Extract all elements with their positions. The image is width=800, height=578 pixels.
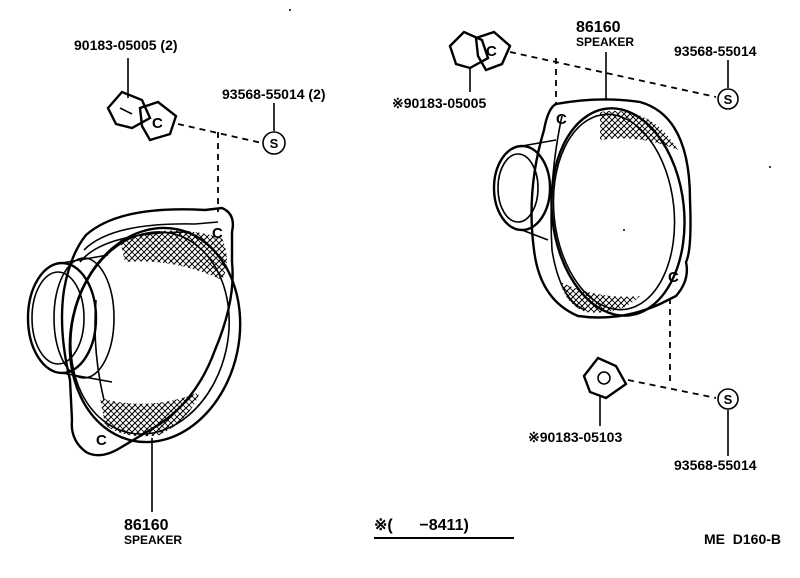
right-speaker-hole-bottom: C <box>668 269 679 286</box>
right-top-clip-part-label: ※90183-05005 <box>392 95 486 111</box>
left-clip-part-label: 90183-05005 (2) <box>74 37 178 53</box>
right-bottom-clip <box>582 356 628 400</box>
left-screw-part-label: 93568-55014 (2) <box>222 86 326 102</box>
left-clip: C <box>106 90 178 142</box>
right-top-clip: C <box>448 30 512 72</box>
right-bottom-screw-symbol: S <box>724 392 733 407</box>
left-speaker: C C <box>26 206 242 457</box>
right-speaker-grille-bottom <box>560 282 640 313</box>
left-clip-letter: C <box>152 115 163 132</box>
right-top-screw-part-label: 93568-55014 <box>674 43 757 59</box>
left-clip-screw-dashline <box>177 123 263 144</box>
right-top-screw-symbol: S <box>724 92 733 107</box>
left-screw-symbol: S <box>270 136 279 151</box>
left-speaker-part-label: 86160 <box>124 517 169 534</box>
diagram-code-label: ME D160-B <box>704 531 781 547</box>
footnote-label: ※( −8411) <box>374 517 469 534</box>
left-speaker-hole-top: C <box>212 225 223 242</box>
left-speaker-name-label: SPEAKER <box>124 533 182 547</box>
right-bottom-screw: S <box>717 388 739 410</box>
right-speaker-cone <box>550 107 686 317</box>
right-speaker-grille-top <box>600 110 678 150</box>
left-speaker-grille-bottom <box>100 392 200 437</box>
right-speaker-magnet <box>492 139 557 241</box>
right-speaker-name-label: SPEAKER <box>576 35 634 49</box>
right-bottom-screw-part-label: 93568-55014 <box>674 457 757 473</box>
right-speaker-hole-top: C <box>556 111 567 128</box>
right-bottom-clip-screw-dashline <box>627 379 717 399</box>
left-speaker-hole-bottom: C <box>96 432 107 449</box>
left-screw: S <box>262 131 286 155</box>
right-bottom-clip-part-label: ※90183-05103 <box>528 429 622 445</box>
right-speaker-frame <box>530 98 692 319</box>
right-speaker: C C <box>492 98 692 319</box>
right-top-screw: S <box>717 88 739 110</box>
right-top-clip-screw-dashline <box>509 51 717 98</box>
left-speaker-grille-top <box>120 230 227 280</box>
right-speaker-part-label: 86160 <box>576 19 621 36</box>
right-top-clip-letter: C <box>486 43 497 60</box>
